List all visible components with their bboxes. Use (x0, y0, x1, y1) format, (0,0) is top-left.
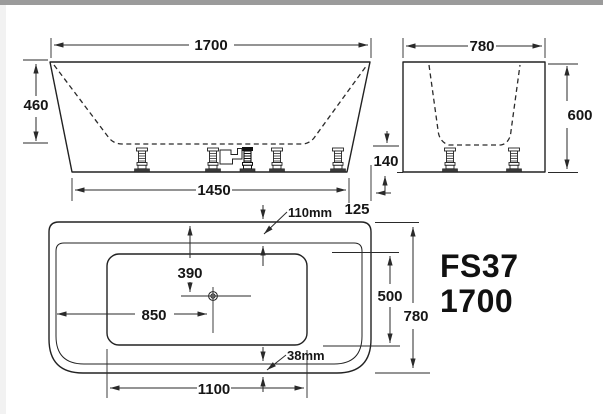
front-base-inset-label: 125 (344, 201, 369, 218)
dim-plan-basin-length: 1100 (106, 349, 308, 398)
plan-drain-from-left-label: 850 (141, 307, 166, 324)
plan-basin-length-label: 1100 (198, 381, 231, 398)
plan-rim-top-label: 110mm (288, 205, 332, 220)
side-overall-width-label: 780 (469, 38, 494, 55)
plan-rim-bottom-label: 38mm (287, 348, 325, 363)
front-basin-dashed-profile (53, 64, 368, 145)
front-view (49, 61, 371, 173)
front-overall-width-label: 1700 (194, 37, 227, 54)
dim-front-overall-width: 1700 (50, 37, 372, 58)
dim-plan-drain-from-left: 850 (57, 307, 207, 324)
dim-plan-basin-width: 500 (323, 252, 403, 347)
foot-section-height-label: 140 (373, 153, 398, 170)
dim-foot-section-height: 140 (373, 131, 403, 192)
dim-front-base-width: 1450 (71, 178, 350, 203)
top-gray-bar (0, 0, 603, 5)
model-code-text: FS37 (440, 248, 518, 284)
dim-side-overall-height: 600 (548, 63, 593, 173)
dim-front-shell-height: 460 (23, 59, 49, 144)
dim-side-overall-width: 780 (402, 38, 546, 58)
drain-symbol (181, 287, 251, 333)
title-block: FS37 1700 (440, 248, 518, 319)
side-view (402, 61, 546, 173)
plan-outer-outline (48, 221, 372, 374)
plan-rim-line (55, 242, 363, 365)
front-shell-height-label: 460 (23, 97, 48, 114)
leveling-foot (506, 147, 522, 173)
plan-view (48, 221, 372, 374)
dim-front-base-inset: 125 (344, 165, 391, 218)
leveling-foot (330, 147, 346, 173)
plan-basin-width-label: 500 (377, 288, 402, 305)
side-basin-dashed-profile (428, 64, 521, 146)
plan-overall-width-label: 780 (403, 308, 428, 325)
left-margin-strip (0, 5, 6, 414)
dim-plan-rim-bottom: 38mm (260, 347, 325, 392)
side-shell-outline (402, 61, 546, 173)
dim-plan-rim-top: 110mm (260, 205, 332, 266)
plan-drain-from-top-label: 390 (177, 265, 202, 282)
dim-plan-overall-width: 780 (375, 222, 430, 374)
plan-basin-outline (106, 253, 308, 346)
front-shell-outline (49, 61, 371, 173)
leveling-foot (269, 147, 285, 173)
leveling-foot (442, 147, 458, 173)
leveling-foot (205, 147, 221, 173)
drain-trap-icon (219, 148, 243, 165)
leveling-foot (134, 147, 150, 173)
front-base-width-label: 1450 (197, 182, 230, 199)
dim-plan-drain-from-top: 390 (177, 226, 203, 292)
model-size-text: 1700 (440, 283, 513, 319)
side-overall-height-label: 600 (567, 107, 592, 124)
